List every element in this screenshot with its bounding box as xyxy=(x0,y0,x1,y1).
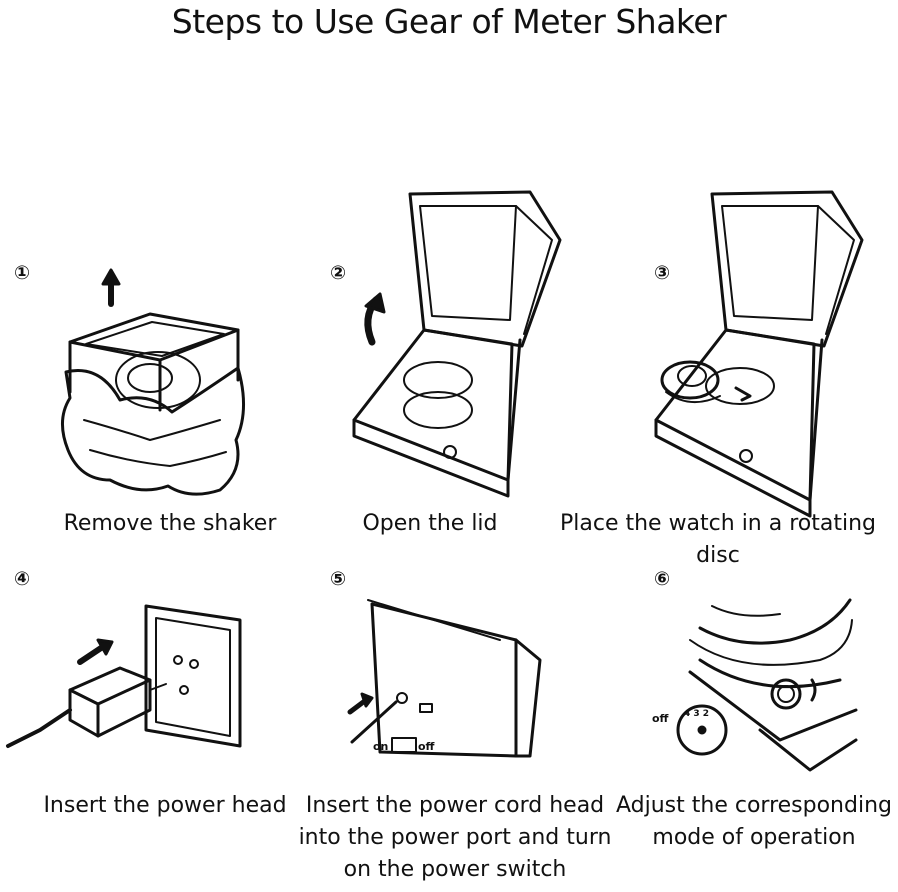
step-6-caption-line-2: mode of operation xyxy=(652,825,856,850)
step-5-caption: Insert the power cord head into the powe… xyxy=(296,790,614,886)
step-3-number: ③ xyxy=(654,262,671,284)
page-title: Steps to Use Gear of Meter Shaker xyxy=(171,2,727,41)
dial-off-label: off xyxy=(652,712,669,725)
dial-marks: 4 3 2 xyxy=(684,709,709,719)
step-1-caption: Remove the shaker xyxy=(63,511,277,536)
step-1-shaker-drawing xyxy=(61,268,246,496)
step-2-box-drawing xyxy=(352,190,562,498)
step-2-caption: Open the lid xyxy=(362,511,498,536)
step-5-caption-line-3: on the power switch xyxy=(343,857,567,882)
step-4-number: ④ xyxy=(14,568,31,590)
switch-on-label: on xyxy=(373,740,388,753)
switch-off-label: off xyxy=(418,740,435,753)
step-4-caption: Insert the power head xyxy=(43,793,287,818)
step-5-box-back-drawing xyxy=(347,599,542,758)
step-4-plug-drawing xyxy=(6,604,242,748)
step-6-caption: Adjust the corresponding mode of operati… xyxy=(612,790,896,854)
step-6-dial-drawing xyxy=(676,598,858,772)
step-5-number: ⑤ xyxy=(330,568,347,590)
step-1-number: ① xyxy=(14,262,31,284)
step-6-number: ⑥ xyxy=(654,568,671,590)
step-3-box-drawing xyxy=(654,190,864,518)
step-6-caption-line-1: Adjust the corresponding xyxy=(616,793,892,818)
step-5-caption-line-1: Insert the power cord head xyxy=(305,793,605,818)
step-2-number: ② xyxy=(330,262,347,284)
step-5-caption-line-2: into the power port and turn xyxy=(298,825,612,850)
step-3-caption: Place the watch in a rotating disc xyxy=(559,511,876,568)
